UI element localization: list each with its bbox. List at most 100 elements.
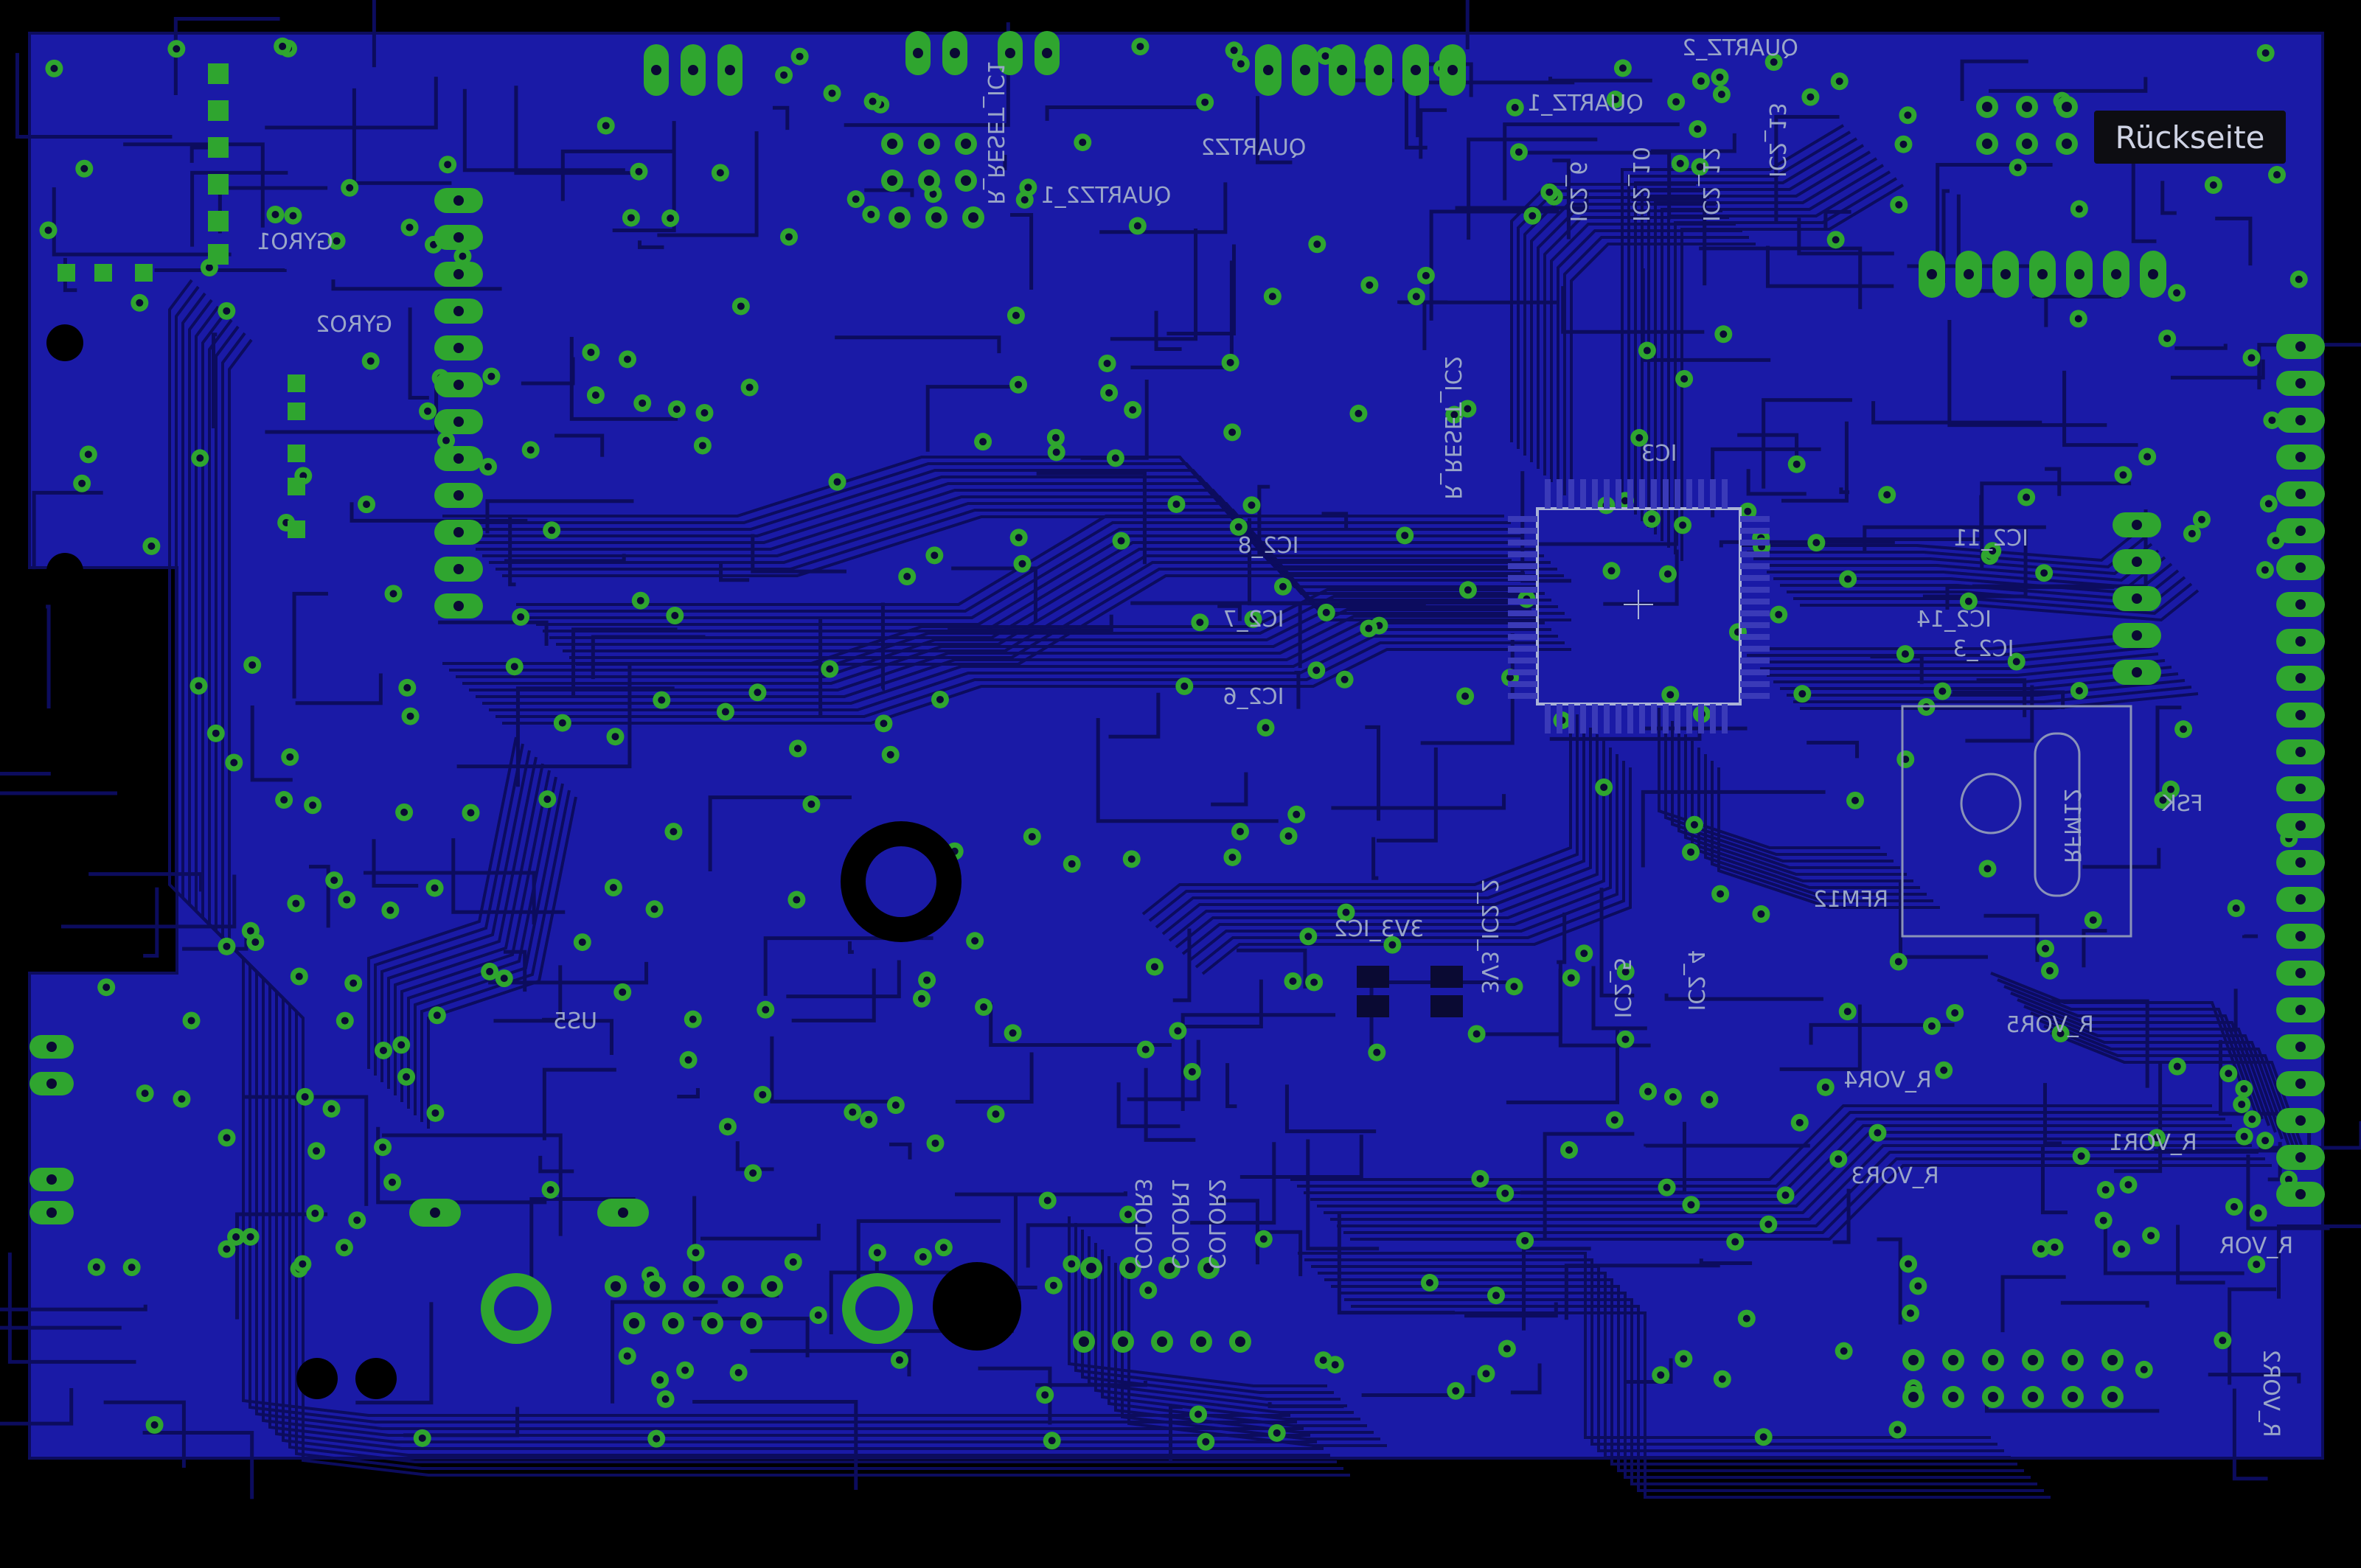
- pad-icon: [2276, 408, 2325, 433]
- pad-icon: [434, 593, 483, 619]
- pad-icon: [2276, 1108, 2325, 1133]
- pad-icon: [2113, 660, 2161, 685]
- pad-icon: [2276, 1145, 2325, 1170]
- copper-traces: [0, 0, 2361, 1499]
- silkscreen-label: QUARTZ_1: [1527, 91, 1644, 116]
- pad-icon: [2103, 251, 2129, 298]
- pad-icon: [434, 262, 483, 287]
- rf-module-outline: [1901, 705, 2132, 938]
- pad-icon: [434, 483, 483, 508]
- pad-icon: [434, 299, 483, 324]
- pad-icon: [1955, 251, 1982, 298]
- pad-icon: [434, 409, 483, 434]
- silkscreen-label: IC2_7: [1223, 607, 1284, 633]
- silkscreen-label: RFM12: [2059, 788, 2084, 863]
- pad-icon: [2276, 813, 2325, 838]
- ic-footprint-icon: [1508, 479, 1770, 734]
- silkscreen-label: R_VOR3: [1851, 1163, 1938, 1189]
- pad-icon: [2276, 739, 2325, 764]
- silkscreen-label: QUARTZ2_1: [1041, 183, 1172, 209]
- pad-icon: [2276, 629, 2325, 654]
- pad-icon: [29, 1201, 74, 1224]
- silkscreen-label: 3V3_IC2: [1334, 916, 1425, 942]
- pad-icon: [2276, 924, 2325, 949]
- pad-icon: [434, 446, 483, 471]
- pad-icon: [2276, 997, 2325, 1022]
- pad-icon: [2276, 703, 2325, 728]
- pad-icon: [2276, 555, 2325, 580]
- board-side-label: Rückseite: [2094, 111, 2286, 164]
- pad-icon: [2113, 512, 2161, 537]
- pad-icon: [717, 44, 743, 96]
- pad-icon: [998, 31, 1023, 75]
- pad-icon: [2276, 481, 2325, 506]
- pad-icon: [1366, 44, 1392, 96]
- pad-icon: [434, 335, 483, 360]
- pad-icon: [2276, 776, 2325, 801]
- pad-icon: [29, 1035, 74, 1059]
- pad-icon: [2276, 371, 2325, 396]
- pad-icon: [434, 557, 483, 582]
- pad-icon: [2276, 518, 2325, 543]
- pad-icon: [1329, 44, 1355, 96]
- pad-icon: [1992, 251, 2019, 298]
- pad-icon: [2113, 549, 2161, 574]
- silkscreen-label: US5: [553, 1008, 597, 1034]
- silkscreen-label: QUARTZ_2: [1682, 35, 1798, 61]
- pad-icon: [2113, 623, 2161, 648]
- silkscreen-label: FSK: [2161, 791, 2203, 817]
- silkscreen-label: IC2_8: [1238, 533, 1299, 559]
- pad-icon: [2066, 251, 2093, 298]
- silkscreen-label: IC2_10: [1627, 147, 1653, 222]
- pad-icon: [1919, 251, 1945, 298]
- pad-icon: [905, 31, 931, 75]
- pad-layer: [29, 31, 2325, 1408]
- silkscreen-label: IC2_13: [1764, 102, 1790, 178]
- pad-icon: [434, 188, 483, 213]
- pad-icon: [2276, 666, 2325, 691]
- pad-icon: [644, 44, 669, 96]
- pad-icon: [681, 44, 706, 96]
- silkscreen-label: R_RESET_IC2: [1439, 355, 1465, 500]
- silkscreen-label: QUARTZ2: [1201, 135, 1307, 161]
- mounting-hole-icon: [46, 324, 1021, 1399]
- silkscreen-label: 3V3_IC2_2: [1476, 879, 1502, 994]
- silkscreen-label: R_RESET_IC1: [982, 60, 1008, 205]
- pad-icon: [1255, 44, 1282, 96]
- silkscreen-label: R_VOR: [2219, 1233, 2293, 1259]
- pad-icon: [481, 1273, 913, 1344]
- pad-icon: [2276, 887, 2325, 912]
- pad-icon: [2029, 251, 2056, 298]
- pad-icon: [597, 1199, 649, 1227]
- silkscreen-label: R_VOR2: [2258, 1349, 2284, 1437]
- pad-icon: [29, 1072, 74, 1095]
- pad-icon: [409, 1199, 461, 1227]
- pad-icon: [2276, 592, 2325, 617]
- pad-icon: [942, 31, 967, 75]
- pad-icon: [2276, 850, 2325, 875]
- silkscreen-label: COLOR2: [1203, 1178, 1229, 1269]
- pad-icon: [2276, 1034, 2325, 1059]
- silkscreen-label: IC2_3: [1953, 636, 2014, 662]
- silkscreen-label: IC2_14: [1916, 607, 1992, 633]
- pad-icon: [2276, 961, 2325, 986]
- silkscreen-label: R_VOR5: [2006, 1012, 2093, 1038]
- pad-icon: [29, 1168, 74, 1191]
- silkscreen-label: COLOR1: [1166, 1178, 1192, 1269]
- silkscreen-label: IC2_11: [1953, 526, 2028, 551]
- pad-icon: [1439, 44, 1466, 96]
- pad-icon: [2140, 251, 2166, 298]
- silkscreen-label: R_VOR4: [1843, 1067, 1931, 1093]
- silkscreen-label: IC2_6: [1223, 684, 1284, 710]
- pad-icon: [1035, 31, 1060, 75]
- silkscreen-label: IC2_5: [1609, 958, 1635, 1019]
- silkscreen-label: COLOR3: [1130, 1178, 1155, 1269]
- via-layer: [39, 37, 2308, 1451]
- pad-icon: [434, 520, 483, 545]
- pad-icon: [2113, 586, 2161, 611]
- silkscreen-label: R_VOR1: [2109, 1130, 2197, 1156]
- silkscreen-label: GYRO2: [316, 312, 392, 338]
- silkscreen-label: GYRO1: [257, 229, 333, 255]
